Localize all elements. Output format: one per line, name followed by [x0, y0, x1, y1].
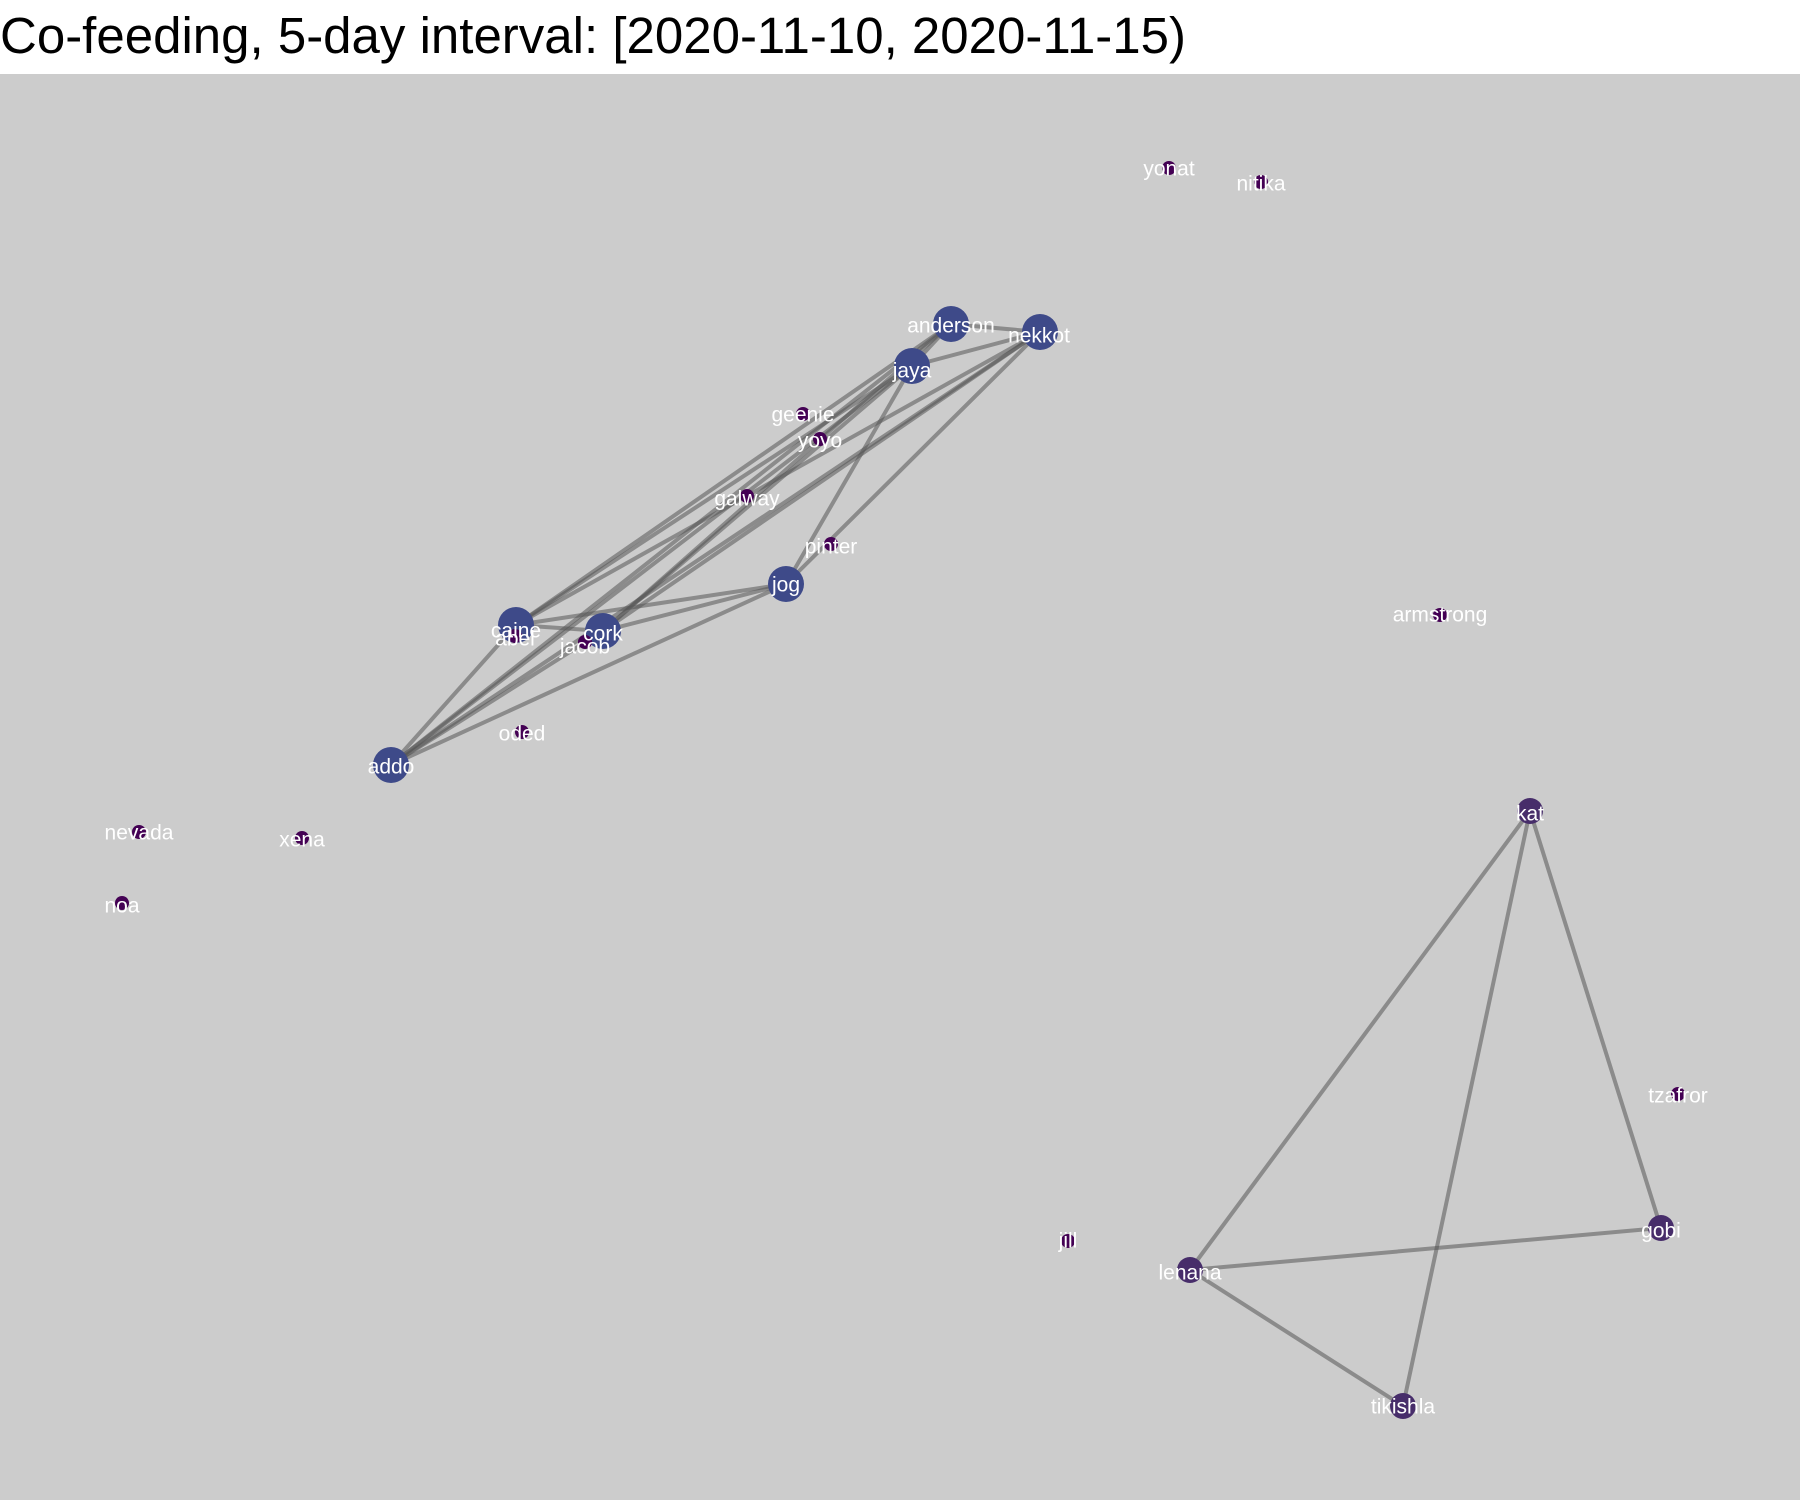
edge-addo-caine	[389, 623, 518, 767]
node-label-tikishla: tikishla	[1371, 1396, 1436, 1419]
edge-jaya-nekkot	[910, 330, 1042, 368]
node-cork	[585, 613, 621, 649]
node-label-addo: addo	[368, 756, 415, 779]
node-addo	[373, 747, 409, 783]
node-layer	[115, 161, 1685, 1419]
node-label-caine: caine	[491, 620, 541, 643]
edge-caine-jog	[514, 582, 788, 627]
node-tzafror	[1671, 1087, 1685, 1101]
label-layer: yonat nitika anderson nekkot jaya geenie yoyo g…	[104, 158, 1707, 1419]
edge-kat-lenana	[1188, 809, 1532, 1272]
node-nitika	[1254, 175, 1268, 189]
node-label-tzafror: tzafror	[1648, 1085, 1708, 1108]
node-yonat	[1162, 161, 1176, 175]
node-caine	[498, 607, 534, 643]
node-nekkot	[1022, 314, 1058, 350]
node-geenie	[796, 407, 810, 421]
edge-caine-jaya	[514, 364, 914, 627]
edge-addo-jog	[389, 582, 788, 767]
node-label-yoyo: yoyo	[798, 430, 842, 453]
edge-addo-cork	[389, 629, 605, 767]
edge-layer	[389, 322, 1663, 1408]
node-jog	[768, 566, 804, 602]
node-label-oded: oded	[499, 723, 546, 746]
node-label-pinter: pinter	[805, 536, 858, 559]
edge-lenana-gobi	[1188, 1226, 1663, 1272]
node-label-armstrong: armstrong	[1393, 604, 1488, 627]
chart-title: Co-feeding, 5-day interval: [2020-11-10,…	[0, 7, 1186, 64]
edge-caine-anderson	[514, 322, 953, 627]
node-label-yonat: yonat	[1143, 158, 1195, 181]
node-label-kat: kat	[1516, 803, 1544, 826]
node-noa	[115, 896, 129, 910]
node-label-nevada: nevada	[105, 822, 174, 845]
node-label-jaya: jaya	[892, 360, 932, 383]
node-jacob	[578, 635, 592, 649]
node-label-nitika: nitika	[1236, 173, 1285, 196]
node-abel	[508, 629, 522, 643]
node-label-galway: galway	[714, 488, 780, 511]
node-label-lenana: lenana	[1158, 1262, 1221, 1285]
node-pinter	[824, 537, 838, 551]
plot-background	[0, 74, 1800, 1500]
node-label-abel: abel	[495, 628, 535, 651]
edge-cork-jog	[601, 582, 788, 633]
edge-kat-tikishla	[1401, 809, 1532, 1408]
node-armstrong	[1433, 608, 1447, 622]
node-jill	[1061, 1234, 1075, 1248]
node-galway	[740, 489, 754, 503]
node-label-anderson: anderson	[907, 315, 995, 338]
node-label-jill: jill	[1058, 1230, 1078, 1253]
node-anderson	[933, 306, 969, 342]
node-label-jog: jog	[771, 574, 800, 597]
title-bar: Co-feeding, 5-day interval: [2020-11-10,…	[0, 0, 1800, 74]
node-oded	[515, 725, 529, 739]
edge-cork-nekkot	[601, 330, 1042, 633]
node-tikishla	[1390, 1393, 1416, 1419]
node-yoyo	[813, 432, 827, 446]
node-nevada	[132, 825, 146, 839]
node-xena	[295, 831, 309, 845]
edge-cork-jaya	[601, 364, 914, 633]
node-label-gobi: gobi	[1641, 1220, 1681, 1243]
edge-kat-gobi	[1528, 809, 1663, 1230]
edge-lenana-tikishla	[1188, 1268, 1405, 1408]
node-kat	[1517, 798, 1543, 824]
node-jaya	[894, 348, 930, 384]
node-label-noa: noa	[104, 895, 139, 918]
node-lenana	[1177, 1257, 1203, 1283]
node-label-xena: xena	[279, 829, 325, 852]
node-label-nekkot: nekkot	[1008, 325, 1070, 348]
node-label-geenie: geenie	[771, 404, 834, 427]
node-label-jacob: jacob	[559, 636, 610, 659]
node-gobi	[1648, 1215, 1674, 1241]
edge-jog-jaya	[784, 364, 914, 586]
network-graph: yonat nitika anderson nekkot jaya geenie yoyo g…	[0, 74, 1800, 1500]
node-label-cork: cork	[583, 623, 623, 646]
